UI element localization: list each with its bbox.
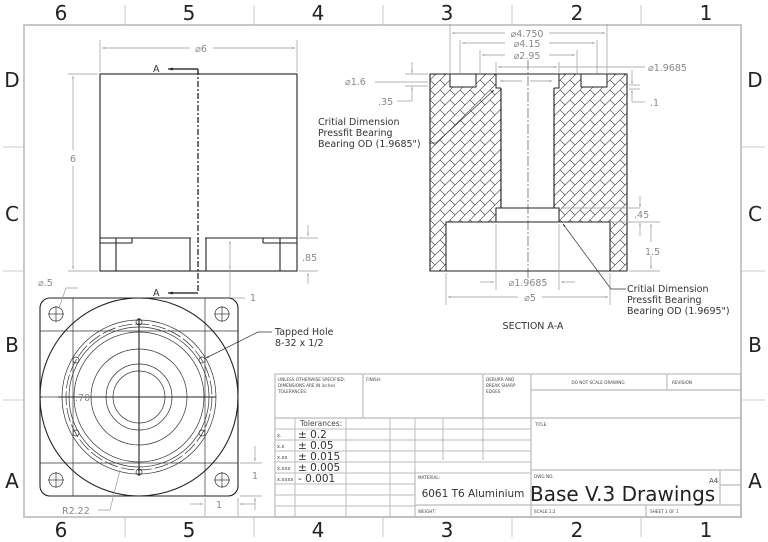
note-bottom-line1: Critial Dimension <box>627 284 709 295</box>
tol-key-1: x.x <box>277 444 285 450</box>
section-title: SECTION A-A <box>503 321 564 332</box>
zone-col-5: 5 <box>183 1 196 25</box>
zone-col-1-bottom: 1 <box>700 518 713 542</box>
zone-col-3: 3 <box>441 1 454 25</box>
bottom-view: ⌀.5 .70 R2.22 1 1 Tapped Hole 8-32 x 1/2 <box>38 278 334 517</box>
tol-value-2: ± 0.015 <box>298 451 340 463</box>
sheet-number: SHEET 1 OF 1 <box>650 509 679 514</box>
unless-specified-1: UNLESS OTHERWISE SPECIFIED: <box>278 377 345 382</box>
dim-1-horizontal: 1 <box>216 500 222 511</box>
weight-label: WEIGHT: <box>418 509 436 514</box>
tapped-hole-line2: 8-32 x 1/2 <box>275 338 324 349</box>
zone-col-4: 4 <box>312 1 325 25</box>
zone-row-a-right: A <box>748 469 762 493</box>
front-view: A A ⌀6 6 .85 1 <box>68 40 318 304</box>
zone-row-d-right: D <box>747 68 762 92</box>
dim-d5: ⌀5 <box>524 293 536 304</box>
tolerances-header: Tolerances: <box>299 419 342 428</box>
zone-row-c: C <box>5 202 19 226</box>
tapped-hole-line1: Tapped Hole <box>274 327 334 338</box>
zone-row-a: A <box>5 469 19 493</box>
do-not-scale: DO NOT SCALE DRAWING <box>571 380 624 385</box>
revision-label: REVISION <box>672 380 692 385</box>
deburr-3: EDGES <box>486 389 501 394</box>
dim-d045: .45 <box>634 210 649 221</box>
tol-key-4: x.xxxx <box>277 477 293 483</box>
dim-d035: .35 <box>378 97 393 108</box>
dim-d15: 1.5 <box>645 247 660 258</box>
section-label-bottom: A <box>153 288 160 299</box>
unless-specified-3: TOLERANCES: <box>277 389 307 394</box>
deburr-2: BREAK SHARP <box>486 383 516 388</box>
note-bottom-line2: Pressfit Bearing <box>627 295 702 306</box>
unless-specified-2: DIMENSIONS ARE IN inches <box>278 383 335 388</box>
dim-d19685-bottom: ⌀1.9685 <box>509 278 548 289</box>
dim-d415: ⌀4.15 <box>514 39 541 50</box>
material-label: MATERIAL: <box>418 475 440 480</box>
zone-col-6-bottom: 6 <box>55 518 68 542</box>
tol-key-0: x. <box>277 433 282 439</box>
zone-row-d: D <box>4 68 19 92</box>
dim-d295: ⌀2.95 <box>514 51 541 62</box>
zone-col-2: 2 <box>571 1 584 25</box>
note-top-line2: Pressfit Bearing <box>318 128 393 139</box>
zone-col-2-bottom: 2 <box>571 518 584 542</box>
dim-width: ⌀6 <box>195 44 207 55</box>
material-value: 6061 T6 Aluminium <box>422 488 525 500</box>
dim-d01: .1 <box>650 98 659 109</box>
zone-col-1: 1 <box>700 1 713 25</box>
dim-slot: 1 <box>250 293 256 304</box>
dim-height: 6 <box>70 154 76 165</box>
tol-value-1: ± 0.05 <box>298 440 334 452</box>
note-top-line1: Critial Dimension <box>318 117 400 128</box>
title-label: TITLE: <box>534 422 548 427</box>
dim-1-vertical: 1 <box>252 471 258 482</box>
dwg-no-label: DWG NO. <box>534 474 554 479</box>
tol-value-3: ± 0.005 <box>298 462 340 474</box>
zone-row-b-right: B <box>748 333 762 357</box>
dwg-no-value: Base V.3 Drawings <box>530 482 715 506</box>
deburr-1: DEBURR AND <box>486 377 514 382</box>
dim-radius: R2.22 <box>62 506 90 517</box>
note-top-line3: Bearing OD (1.9685") <box>318 139 421 150</box>
zone-row-b: B <box>5 333 19 357</box>
zone-labels: 6 5 4 3 2 1 6 5 4 3 2 1 D C B A D C B A <box>4 1 762 542</box>
zone-col-6: 6 <box>55 1 68 25</box>
sheet-size: A4 <box>709 477 719 485</box>
finish-label: FINISH: <box>366 377 381 382</box>
note-bottom-line3: Bearing OD (1.9695") <box>627 306 730 317</box>
zone-col-5-bottom: 5 <box>183 518 196 542</box>
scale: SCALE:1:2 <box>534 509 556 514</box>
tol-key-3: x.xxx <box>277 466 290 472</box>
dim-70: .70 <box>75 393 90 404</box>
zone-row-c-right: C <box>748 202 762 226</box>
zone-col-4-bottom: 4 <box>312 518 325 542</box>
dim-d4750: ⌀4.750 <box>511 29 544 40</box>
section-label-top: A <box>153 64 160 75</box>
zone-col-3-bottom: 3 <box>441 518 454 542</box>
tol-key-2: x.xx <box>277 455 288 461</box>
dim-d16: ⌀1.6 <box>345 77 366 88</box>
tol-value-4: - 0.001 <box>298 473 335 485</box>
dim-base-height: .85 <box>302 253 317 264</box>
section-view: ⌀4.750 ⌀4.15 ⌀2.95 ⌀1.9685 ⌀1.6 .35 <box>318 24 730 332</box>
dim-d19685-top: ⌀1.9685 <box>648 63 687 74</box>
dim-hole-dia: ⌀.5 <box>38 278 53 289</box>
tol-value-0: ± 0.2 <box>298 429 327 441</box>
title-block: UNLESS OTHERWISE SPECIFIED: DIMENSIONS A… <box>274 373 742 518</box>
